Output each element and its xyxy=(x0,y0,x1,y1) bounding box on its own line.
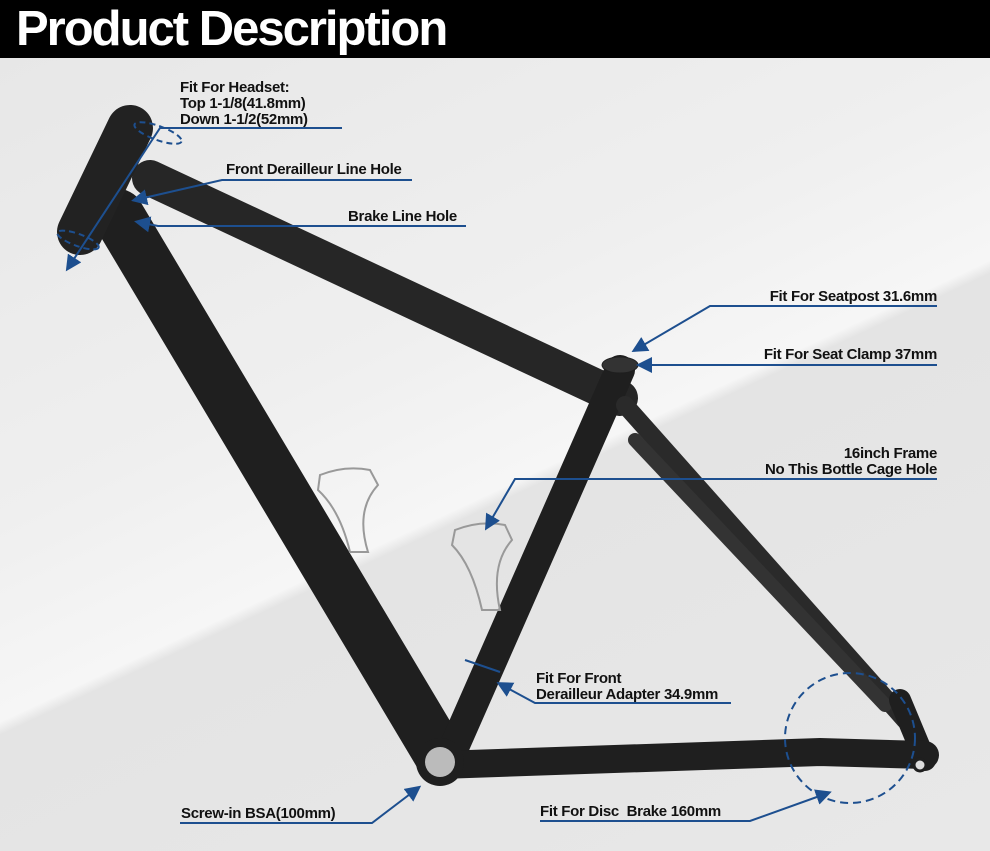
headset-label-line: Down 1-1/2(52mm) xyxy=(180,111,308,128)
headset-bottom-marker xyxy=(56,229,100,251)
frame xyxy=(57,105,939,781)
bottle-cage-label-line: No This Bottle Cage Hole xyxy=(765,461,937,478)
page-title: Product Description xyxy=(16,2,448,56)
seat-tube xyxy=(440,355,635,760)
adapter-label-line: Derailleur Adapter 34.9mm xyxy=(536,686,719,703)
bottle-cage-icon xyxy=(450,522,514,611)
headset-label-line: Top 1-1/8(41.8mm) xyxy=(180,95,306,112)
disc-brake-leader xyxy=(540,789,832,822)
brake-line-hole-label: Brake Line Hole xyxy=(348,208,457,225)
bottle-cage-icon xyxy=(316,467,380,553)
headset-label-line: Fit For Headset: xyxy=(180,79,290,96)
bottom-bracket-bore xyxy=(425,747,455,777)
seatpost-opening xyxy=(601,356,639,374)
brake-line-hole-leader xyxy=(134,216,466,233)
bottle-cage-label: 16inch Frame No This Bottle Cage Hole xyxy=(765,446,937,478)
chain-stay xyxy=(426,737,939,779)
seat-clamp-label: Fit For Seat Clamp 37mm xyxy=(763,346,937,363)
front-derailleur-adapter-leader xyxy=(496,682,731,704)
bsa-leader xyxy=(180,785,422,824)
bottle-cage-leader xyxy=(484,478,937,531)
front-derailleur-hole-label: Front Derailleur Line Hole xyxy=(226,161,402,178)
top-tube xyxy=(132,160,638,416)
front-derailleur-adapter-marker xyxy=(464,659,501,673)
seat-stay-2 xyxy=(628,433,892,712)
seatpost-leader xyxy=(631,305,937,353)
bottle-cage-label-line: 16inch Frame xyxy=(843,445,937,462)
seatpost-label: Fit For Seatpost 31.6mm xyxy=(769,288,938,305)
callouts xyxy=(56,121,937,824)
down-tube xyxy=(92,189,466,781)
dropout-hole xyxy=(912,757,928,773)
disc-brake-label: Fit For Disc Brake 160mm xyxy=(540,803,721,820)
adapter-label-line: Fit For Front xyxy=(536,670,622,687)
headset-top-marker xyxy=(133,121,183,145)
headset-label: Fit For Headset: Top 1-1/8(41.8mm) Down … xyxy=(180,80,308,128)
headset-leader xyxy=(65,127,342,272)
disc-brake-marker xyxy=(784,672,916,804)
head-tube xyxy=(57,105,153,255)
front-derailleur-adapter-label: Fit For Front Derailleur Adapter 34.9mm xyxy=(536,671,718,703)
front-derailleur-hole-leader xyxy=(131,179,412,206)
bsa-label: Screw-in BSA(100mm) xyxy=(181,805,336,822)
header-bar: Product Description xyxy=(0,0,990,58)
